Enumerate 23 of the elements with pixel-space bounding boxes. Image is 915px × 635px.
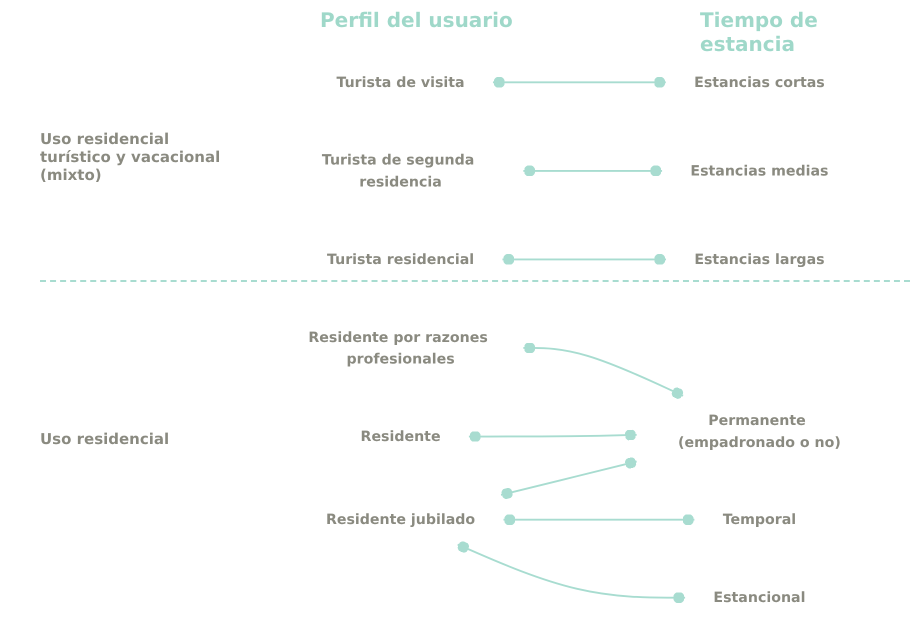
node-text: Estancias largas [694, 250, 825, 268]
connector [523, 342, 684, 399]
connector [457, 541, 686, 604]
node-text: Estancional [713, 588, 806, 606]
node-text: Residente por razones profesionales [308, 328, 488, 367]
connector [468, 429, 637, 442]
section-label: Uso residencial turístico y vacacional (mixto) [40, 130, 222, 184]
node-text: Residente [360, 428, 441, 445]
node-text: Estancias cortas [694, 74, 825, 91]
node-text: Permanente (empadronado o no) [678, 412, 841, 450]
node-text: Estancias medias [690, 162, 828, 180]
node-text: Residente jubilado [326, 511, 476, 528]
node-text: Temporal [722, 511, 796, 528]
connector [503, 514, 694, 526]
column-header: Perfil del usuario [320, 8, 513, 32]
node-text: Turista de visita [336, 74, 465, 91]
connector [502, 254, 666, 266]
section-label: Uso residencial [40, 430, 170, 448]
connector [523, 165, 662, 177]
connector [492, 76, 666, 88]
node-text: Turista de segunda residencia [322, 152, 474, 190]
connector [500, 457, 637, 500]
node-text: Turista residencial [326, 250, 474, 268]
